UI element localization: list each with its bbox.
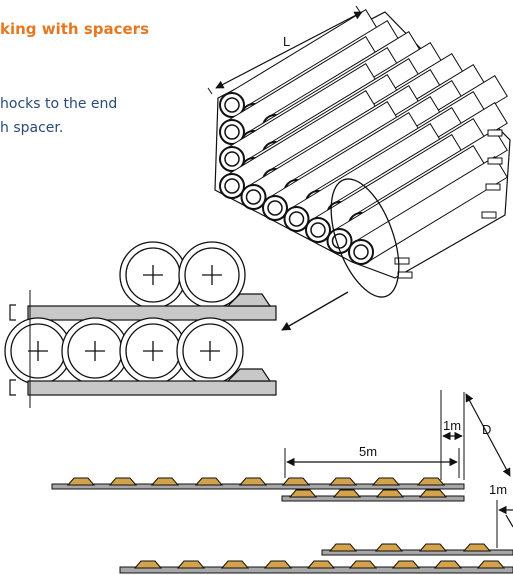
detail-callout-arrow xyxy=(281,291,349,331)
pipe-bore xyxy=(288,211,305,227)
pipe-bore xyxy=(224,178,240,194)
length-dimension-line xyxy=(215,11,363,89)
chock xyxy=(462,543,492,552)
pipe-bundle-illustration: L xyxy=(207,5,511,331)
pipe-bore xyxy=(310,222,326,238)
upper-row-chocks xyxy=(66,477,446,486)
spacing-1m-lower-label: 1m xyxy=(489,482,507,497)
chock xyxy=(433,560,463,569)
lower-offset-board xyxy=(321,549,513,556)
upper-chock xyxy=(226,293,272,307)
chock xyxy=(418,489,448,498)
chock xyxy=(332,489,362,498)
section-heading: king with spacers xyxy=(0,20,150,38)
offset-row-board xyxy=(281,495,465,502)
chock xyxy=(238,477,268,486)
spacing-5m-label: 5m xyxy=(359,444,377,459)
chock xyxy=(108,477,138,486)
spacer-tabs xyxy=(394,129,503,279)
chock xyxy=(418,543,448,552)
chock xyxy=(306,560,336,569)
chock xyxy=(476,560,506,569)
section-description: hocks to the end h spacer. xyxy=(0,92,117,140)
chock xyxy=(328,477,358,486)
chock xyxy=(66,477,96,486)
chock xyxy=(281,477,311,486)
chock xyxy=(391,560,421,569)
lower-spacer-board xyxy=(27,380,277,396)
chock xyxy=(194,477,224,486)
chock xyxy=(288,489,318,498)
description-line-2: h spacer. xyxy=(0,120,64,136)
detail-callout-ellipse xyxy=(330,178,400,298)
length-label: L xyxy=(283,34,290,49)
chock xyxy=(133,560,163,569)
lower-chock xyxy=(226,368,272,382)
offset-row-chocks xyxy=(288,489,448,498)
chock xyxy=(176,560,206,569)
distance-d-dimension xyxy=(465,393,511,477)
chock xyxy=(374,543,404,552)
chock xyxy=(371,477,401,486)
chock xyxy=(263,560,293,569)
chock xyxy=(348,560,378,569)
pipe-bore xyxy=(224,97,240,113)
chock xyxy=(416,477,446,486)
chock xyxy=(150,477,180,486)
distance-d-label: D xyxy=(482,422,491,437)
pipe-bore xyxy=(224,151,240,167)
pipe-bore xyxy=(353,244,369,260)
pipe-grid xyxy=(219,9,508,265)
pipe-bore xyxy=(224,124,240,140)
chock xyxy=(375,489,405,498)
spacing-1m-upper-label: 1m xyxy=(443,418,461,433)
lower-offset-chocks xyxy=(328,543,492,552)
chock xyxy=(220,560,250,569)
lower-row-chocks xyxy=(133,560,506,569)
description-line-1: hocks to the end xyxy=(0,96,118,112)
pipe-bore xyxy=(245,189,262,205)
row-spacing-diagram: 5m 1m D 1m xyxy=(51,390,513,574)
cross-section-detail xyxy=(4,241,277,408)
chock xyxy=(328,543,358,552)
pipe-bore xyxy=(267,200,283,216)
